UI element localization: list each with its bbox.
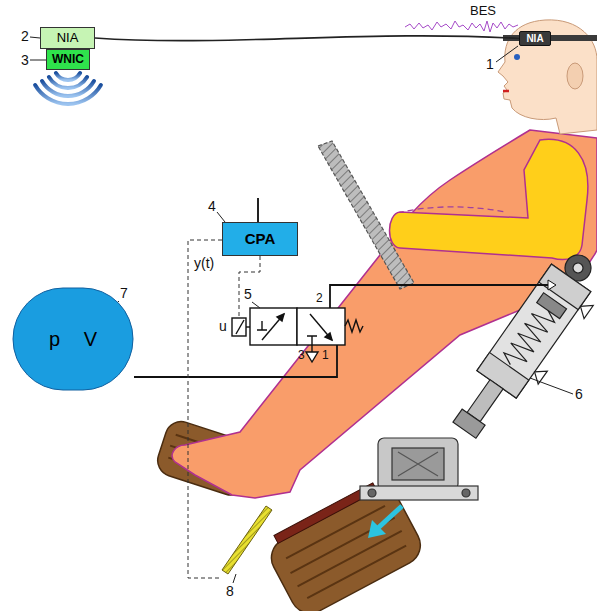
callout-number: 5 — [244, 287, 252, 301]
network-card-box: WNIC — [46, 49, 90, 70]
pneumatic-cylinder — [571, 261, 585, 275]
callout-number: 1 — [486, 57, 494, 71]
callout-number: 8 — [226, 584, 234, 598]
callout-number: 7 — [120, 286, 128, 300]
pedal-actuator-mechanism — [360, 438, 478, 500]
signal-label: BES — [470, 4, 496, 17]
leader-line — [233, 574, 236, 583]
pedal-actuator-mechanism — [398, 452, 438, 476]
solenoid-valve — [311, 345, 312, 352]
signal-cable — [95, 36, 519, 41]
node-text: NIA — [526, 33, 543, 44]
solenoid-valve — [345, 320, 363, 332]
headset-sensor: NIA — [519, 31, 551, 46]
solenoid-valve — [250, 308, 297, 345]
solenoid-valve — [246, 326, 250, 327]
pedal-actuator-mechanism — [392, 448, 444, 480]
solenoid-valve — [306, 352, 318, 362]
leader-line — [30, 60, 46, 61]
line-arrow — [548, 280, 556, 290]
wireless-waves — [49, 77, 87, 88]
solenoid-valve — [262, 314, 284, 340]
solenoid-valve — [236, 320, 244, 334]
pedal-actuator-mechanism — [360, 486, 478, 500]
wireless-waves — [56, 73, 80, 80]
accelerator-pedal — [264, 483, 427, 611]
driver-arm — [390, 139, 588, 259]
pneumatic-cylinder — [467, 380, 503, 422]
callout-number: 2 — [21, 29, 29, 43]
port-number: 3 — [298, 349, 305, 361]
leader-line — [252, 302, 260, 308]
pedal-actuator-mechanism — [378, 438, 458, 490]
leader-line — [217, 212, 225, 222]
solenoid-valve — [257, 321, 267, 330]
wireless-waves — [35, 85, 101, 104]
steering-wheel — [318, 141, 414, 289]
signal-label: u — [219, 319, 227, 333]
solenoid-valve — [307, 336, 317, 345]
pneumatic-line — [330, 285, 548, 308]
leader-line — [496, 46, 518, 62]
wireless-waves — [42, 81, 94, 96]
port-number: 1 — [322, 349, 329, 361]
leader-line — [30, 37, 40, 38]
force-arrow — [368, 506, 402, 538]
driver-head — [498, 20, 597, 134]
pneumatic-cylinder — [500, 304, 558, 372]
vessel-outline — [13, 288, 133, 390]
node-text: CPA — [245, 231, 276, 248]
wireless-waves — [35, 73, 101, 104]
antenna — [257, 198, 259, 222]
pneumatic-line — [134, 345, 337, 377]
pneumatic-cylinder — [453, 409, 485, 438]
driver-body — [172, 130, 597, 498]
force-arrow — [368, 520, 386, 538]
callout-number: 3 — [21, 53, 29, 67]
node-text: p V — [49, 328, 97, 350]
control-signal-wire — [239, 256, 260, 318]
solenoid-valve — [277, 314, 284, 321]
controller-box: CPA — [222, 222, 298, 256]
driver-head — [514, 54, 520, 60]
pedal-sensor — [222, 506, 272, 574]
solenoid-valve — [232, 318, 246, 336]
eeg-signal — [405, 21, 518, 32]
node-text: WNIC — [52, 53, 84, 66]
control-signal-wire — [188, 240, 260, 578]
pneumatic-cylinder — [537, 293, 567, 319]
pneumatic-line — [134, 285, 548, 377]
pedal-actuator-mechanism — [462, 489, 470, 497]
pedal-actuator-mechanism — [368, 489, 376, 497]
port-number: 2 — [316, 292, 323, 304]
pneumatic-cylinder — [445, 244, 597, 450]
callout-number: 4 — [208, 199, 216, 213]
solenoid-valve — [232, 308, 363, 362]
driver-head — [498, 20, 597, 134]
pressure-vessel: p V — [12, 287, 134, 391]
force-arrow — [378, 506, 402, 528]
callout-number: 6 — [575, 387, 583, 401]
solenoid-valve — [325, 333, 332, 340]
solenoid-valve — [297, 308, 345, 345]
amplifier-box: NIA — [40, 27, 95, 49]
node-text: NIA — [57, 31, 79, 45]
accelerator-pedal — [283, 504, 408, 599]
driver-head — [503, 90, 509, 93]
pneumatic-cylinder — [576, 300, 593, 319]
control-signal-wire — [188, 240, 222, 578]
leader-line — [530, 378, 573, 394]
driver-head — [567, 63, 583, 89]
signal-label: y(t) — [194, 256, 214, 270]
